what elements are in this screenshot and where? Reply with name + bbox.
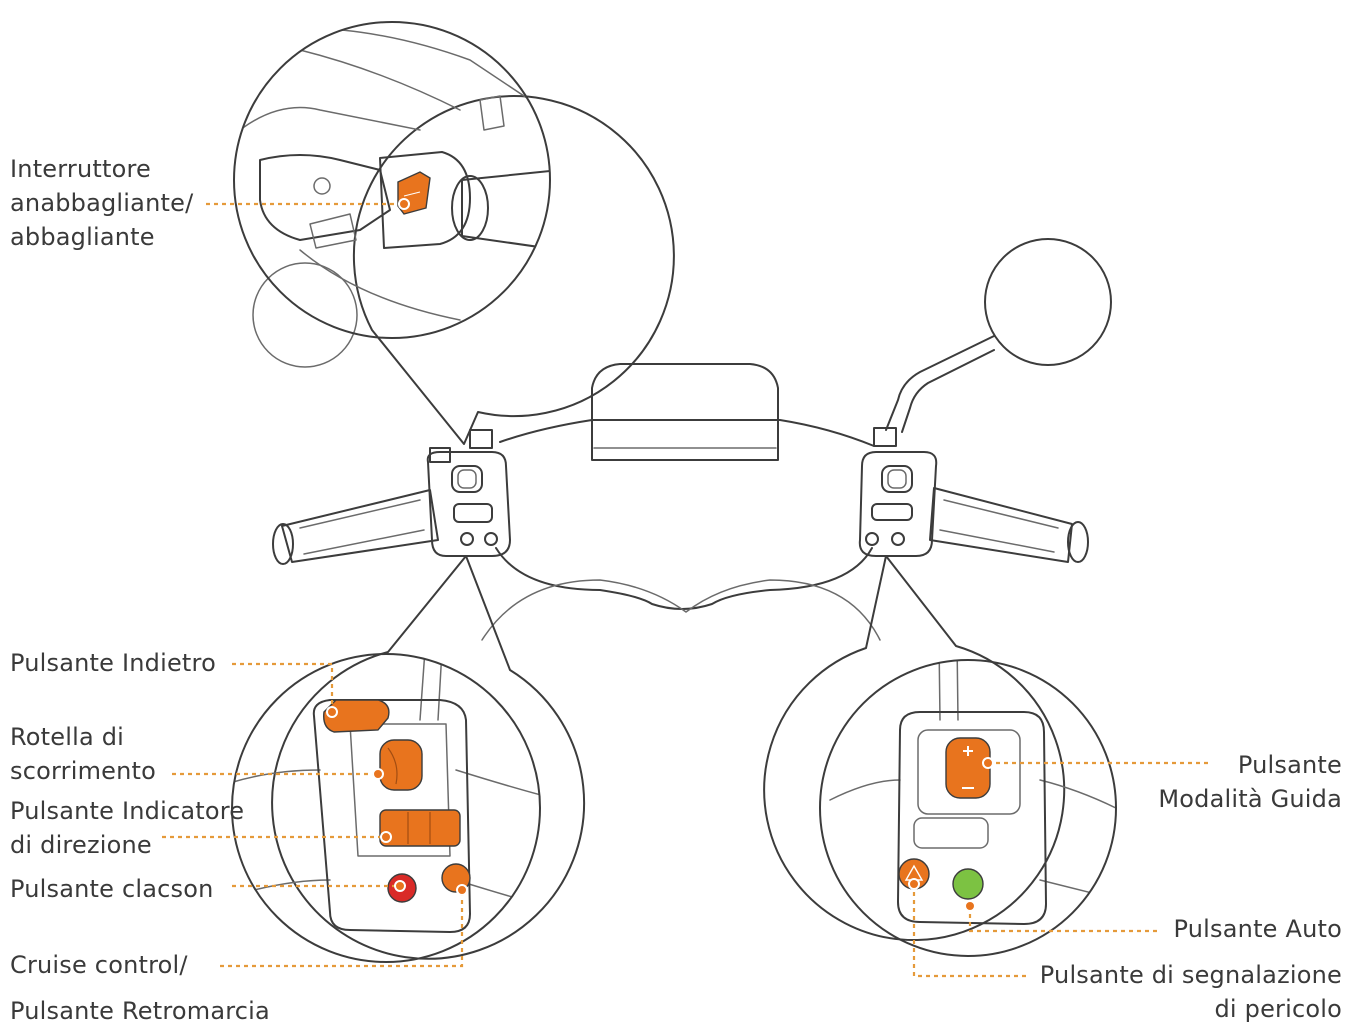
- label-scroll-wheel: Rotella di scorrimento: [10, 720, 156, 788]
- label-turn-signal: Pulsante Indicatore di direzione: [10, 794, 244, 862]
- dot-back: [326, 706, 338, 718]
- label-scroll-line2: scorrimento: [10, 757, 157, 785]
- label-back-button: Pulsante Indietro: [10, 649, 216, 677]
- label-auto: Pulsante Auto: [1173, 915, 1342, 943]
- scroll-wheel-part: [379, 739, 423, 791]
- leader-back: [232, 662, 334, 710]
- label-cruise-control: Cruise control/: [10, 951, 188, 979]
- label-dimmer-switch: Interruttore anabbagliante/ abbagliante: [10, 152, 193, 254]
- right-grip: [858, 451, 1089, 563]
- top-magnifier: [233, 21, 675, 445]
- label-drive-line2: Modalità Guida: [1158, 785, 1342, 813]
- label-hazard-line1: Pulsante di segnalazione: [1039, 961, 1342, 989]
- label-reverse: Pulsante Retromarcia: [10, 997, 270, 1025]
- label-drive-line1: Pulsante: [1237, 751, 1342, 779]
- leader-hazard: [912, 884, 1030, 978]
- label-hazard: Pulsante di segnalazione di pericolo: [1040, 958, 1342, 1026]
- leader-cruise: [220, 892, 464, 968]
- left-grip: [272, 429, 511, 565]
- right-switch-magnifier: [763, 555, 1117, 957]
- label-horn: Pulsante clacson: [10, 875, 214, 903]
- left-switch-magnifier: [231, 555, 586, 963]
- dot-turn: [380, 831, 392, 843]
- left-mirror: [252, 262, 358, 368]
- label-dimmer-line3: abbagliante: [10, 223, 155, 251]
- dot-horn: [394, 880, 406, 892]
- label-dimmer-line2: anabbagliante/: [10, 189, 194, 217]
- label-hazard-line2: di pericolo: [1214, 995, 1342, 1023]
- back-button-part: [323, 699, 390, 733]
- dot-drive-mode: [982, 757, 994, 769]
- right-mirror: [873, 238, 1112, 447]
- label-turn-line1: Pulsante Indicatore: [10, 797, 245, 825]
- dot-scroll: [372, 768, 384, 780]
- dashboard: [481, 363, 881, 641]
- dot-cruise: [456, 884, 468, 896]
- dot-dimmer: [398, 198, 410, 210]
- leader-auto: [968, 906, 1160, 933]
- auto-button-part: [952, 868, 984, 900]
- label-turn-line2: di direzione: [10, 831, 152, 859]
- dot-hazard: [908, 878, 920, 890]
- dot-auto: [964, 900, 976, 912]
- leader-lines: [162, 198, 1210, 978]
- turn-signal-part: [379, 809, 461, 847]
- label-dimmer-line1: Interruttore: [10, 155, 151, 183]
- label-scroll-line1: Rotella di: [10, 723, 125, 751]
- label-drive-mode: Pulsante Modalità Guida: [1158, 748, 1342, 816]
